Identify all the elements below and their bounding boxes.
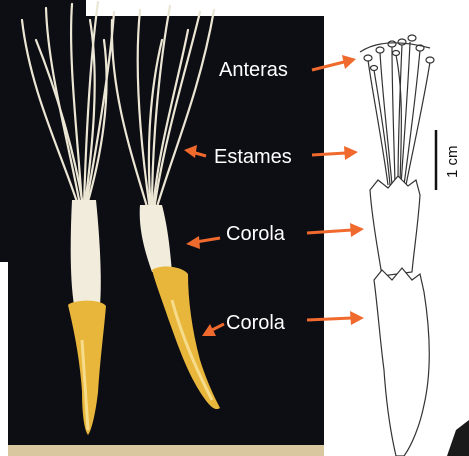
drawing-stamens (368, 42, 430, 185)
drawing-lower-corolla (374, 268, 429, 456)
label-anteras: Anteras (219, 59, 288, 81)
scale-bar: 1 cm (436, 130, 461, 190)
photo-bottom-strip (8, 445, 324, 456)
flower-line-drawing (360, 35, 434, 456)
label-estames: Estames (214, 146, 292, 168)
corner-fragment (447, 420, 469, 456)
label-corola-upper: Corola (226, 223, 286, 245)
drawing-anthers (360, 35, 434, 71)
scale-bar-label: 1 cm (444, 145, 461, 178)
drawing-upper-corolla (370, 176, 420, 276)
specimen-left-upper-corolla (71, 200, 101, 305)
label-corola-lower: Corola (226, 312, 286, 334)
